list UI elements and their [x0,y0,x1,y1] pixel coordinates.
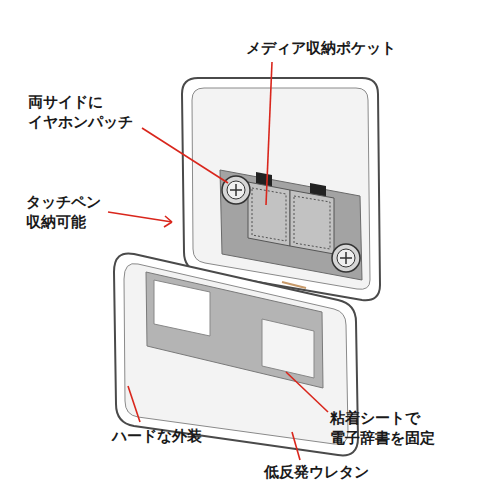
adhesive-strip [146,272,323,388]
stitching [252,188,330,249]
lid-shell [182,78,380,300]
zipper-pull [282,282,306,288]
media-pocket [290,190,334,254]
callout-label: 両サイドに イヤホンパッチ [28,92,133,133]
urethane-lining [124,264,348,445]
callout-label: タッチペン 収納可能 [26,192,101,233]
media-pocket [248,182,290,246]
earphone-patch [222,176,250,204]
callout-label: メディア収納ポケット [246,38,396,58]
earphone-patch [332,244,360,272]
lid-lining [192,88,370,289]
callout-label: 粘着シートで 電子辞書を固定 [330,408,435,449]
adhesive-sheet [262,319,314,378]
callout-label: 低反発ウレタン [264,462,369,482]
leader-line [108,62,328,460]
callout-label: ハードな外装 [112,426,202,446]
base-shell [114,253,358,455]
pocket-panel [220,170,362,280]
adhesive-sheet [154,280,210,336]
